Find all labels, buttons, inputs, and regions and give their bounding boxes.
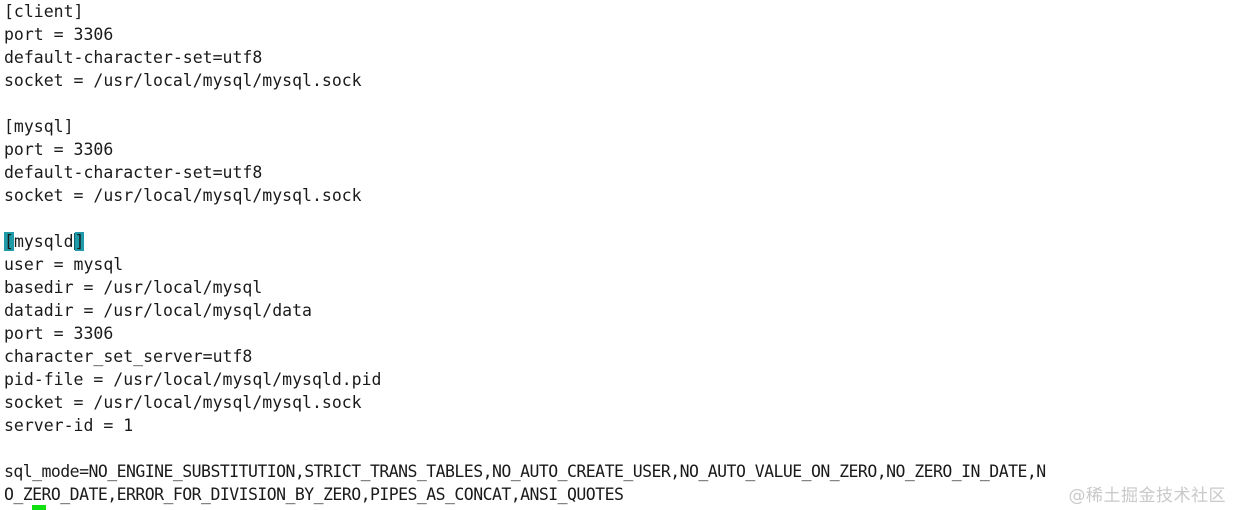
config-line-mysqld-pid-file: pid-file = /usr/local/mysql/mysqld.pid	[4, 370, 382, 389]
config-line-mysqld-charset-server: character_set_server=utf8	[4, 347, 253, 366]
bracket-match-open: [	[4, 232, 14, 251]
config-line-mysql-port: port = 3306	[4, 140, 114, 159]
sql-mode-wrapped-row-1: sql_mode=NO_ENGINE_SUBSTITUTION,STRICT_T…	[4, 462, 1046, 481]
config-file-content[interactable]: [client] port = 3306 default-character-s…	[4, 0, 1234, 506]
bracket-match-close: ]	[74, 232, 85, 251]
blank-line	[4, 437, 1234, 460]
config-line-client-socket: socket = /usr/local/mysql/mysql.sock	[4, 71, 362, 90]
sql-mode-wrapped-row-2: O_ZERO_DATE,ERROR_FOR_DIVISION_BY_ZERO,P…	[4, 485, 624, 504]
config-line-sql-mode: sql_mode=NO_ENGINE_SUBSTITUTION,STRICT_T…	[4, 460, 1234, 506]
config-line-mysql-charset: default-character-set=utf8	[4, 163, 263, 182]
section-header-client: [client]	[4, 2, 84, 21]
config-line-client-charset: default-character-set=utf8	[4, 48, 263, 67]
green-selection-marker	[32, 505, 46, 510]
config-line-mysqld-port: port = 3306	[4, 324, 114, 343]
section-header-mysqld[interactable]: [mysqld]	[4, 230, 1234, 253]
config-line-mysqld-server-id: server-id = 1	[4, 416, 134, 435]
blank-line	[4, 207, 1234, 230]
config-line-client-port: port = 3306	[4, 25, 114, 44]
watermark: @稀土掘金技术社区	[1068, 486, 1226, 506]
config-line-mysqld-basedir: basedir = /usr/local/mysql	[4, 278, 263, 297]
config-line-mysqld-user: user = mysql	[4, 255, 124, 274]
config-line-mysqld-socket: socket = /usr/local/mysql/mysql.sock	[4, 393, 362, 412]
blank-line	[4, 92, 1234, 115]
section-header-mysqld-label: mysqld	[13, 232, 74, 251]
config-line-mysql-socket: socket = /usr/local/mysql/mysql.sock	[4, 186, 362, 205]
section-header-mysql: [mysql]	[4, 117, 74, 136]
config-line-mysqld-datadir: datadir = /usr/local/mysql/data	[4, 301, 312, 320]
